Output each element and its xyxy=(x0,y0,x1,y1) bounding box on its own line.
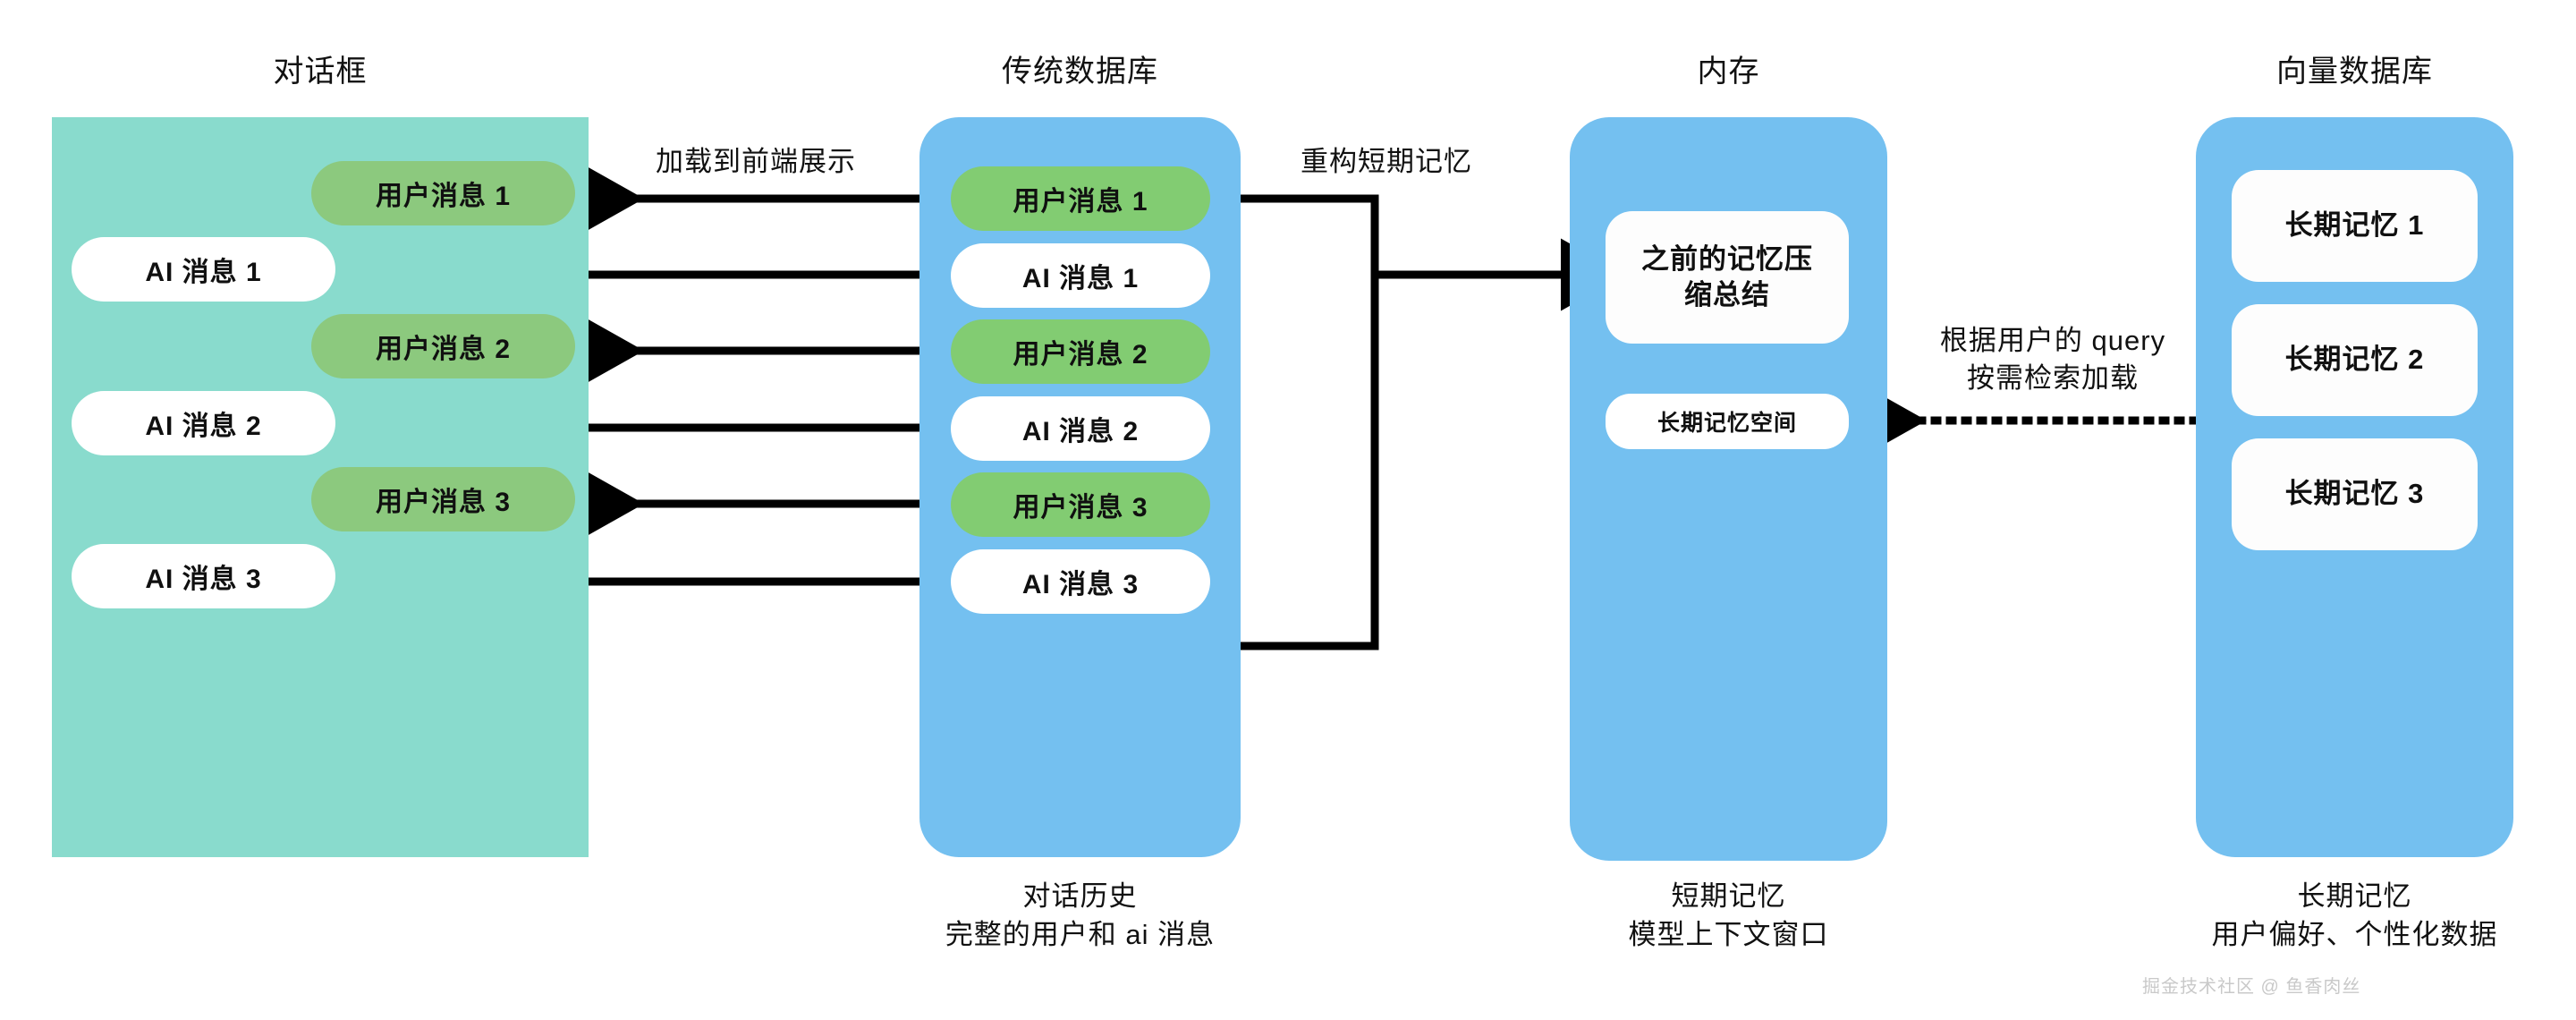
retrieve-label-line1: 根据用户的 query xyxy=(1939,325,2166,356)
vector-item-1[interactable]: 长期记忆 1 xyxy=(2232,170,2478,282)
bracket-db-collector xyxy=(1241,194,1379,650)
database-column-title: 传统数据库 xyxy=(1002,55,1158,89)
edge-label-rebuild-short-term: 重构短期记忆 xyxy=(1301,146,1472,177)
vector-caption-line2: 用户偏好、个性化数据 xyxy=(2211,919,2498,951)
memory-item-compressed-summary[interactable]: 之前的记忆压 缩总结 xyxy=(1606,211,1849,344)
database-caption-line1: 对话历史 xyxy=(1022,880,1138,912)
chat-message-ai-1[interactable]: AI 消息 1 xyxy=(72,237,335,302)
memory-caption: 短期记忆 模型上下文窗口 xyxy=(1570,877,1887,955)
db-record-user-2[interactable]: 用户消息 2 xyxy=(951,319,1210,384)
db-record-ai-1[interactable]: AI 消息 1 xyxy=(951,243,1210,308)
memory-summary-line2: 缩总结 xyxy=(1684,279,1770,310)
database-caption: 对话历史 完整的用户和 ai 消息 xyxy=(919,877,1241,955)
chat-message-user-2[interactable]: 用户消息 2 xyxy=(311,314,575,378)
db-record-user-3[interactable]: 用户消息 3 xyxy=(951,472,1210,537)
vector-item-3[interactable]: 长期记忆 3 xyxy=(2232,438,2478,550)
db-record-user-1[interactable]: 用户消息 1 xyxy=(951,166,1210,231)
memory-caption-line2: 模型上下文窗口 xyxy=(1628,919,1829,951)
memory-column-title: 内存 xyxy=(1697,55,1760,89)
db-record-ai-2[interactable]: AI 消息 2 xyxy=(951,396,1210,461)
db-record-ai-3[interactable]: AI 消息 3 xyxy=(951,549,1210,614)
chat-message-ai-2[interactable]: AI 消息 2 xyxy=(72,391,335,455)
chat-message-user-3[interactable]: 用户消息 3 xyxy=(311,467,575,531)
chat-column-title: 对话框 xyxy=(273,55,368,89)
chat-message-user-1[interactable]: 用户消息 1 xyxy=(311,161,575,225)
chat-message-ai-3[interactable]: AI 消息 3 xyxy=(72,544,335,608)
vector-column-title: 向量数据库 xyxy=(2276,55,2433,89)
watermark: 掘金技术社区 @ 鱼香肉丝 xyxy=(2142,977,2361,997)
memory-item-longterm-space[interactable]: 长期记忆空间 xyxy=(1606,394,1849,449)
memory-summary-line1: 之前的记忆压 xyxy=(1641,242,1813,275)
vector-item-2[interactable]: 长期记忆 2 xyxy=(2232,304,2478,416)
database-caption-line2: 完整的用户和 ai 消息 xyxy=(945,919,1216,951)
memory-caption-line1: 短期记忆 xyxy=(1671,880,1786,912)
retrieve-label-line2: 按需检索加载 xyxy=(1967,361,2139,394)
edge-label-load-to-frontend: 加载到前端展示 xyxy=(656,146,856,177)
vector-caption: 长期记忆 用户偏好、个性化数据 xyxy=(2196,877,2513,955)
edge-label-retrieve-on-demand: 根据用户的 query 按需检索加载 xyxy=(1901,322,2205,397)
vector-caption-line1: 长期记忆 xyxy=(2297,880,2412,912)
